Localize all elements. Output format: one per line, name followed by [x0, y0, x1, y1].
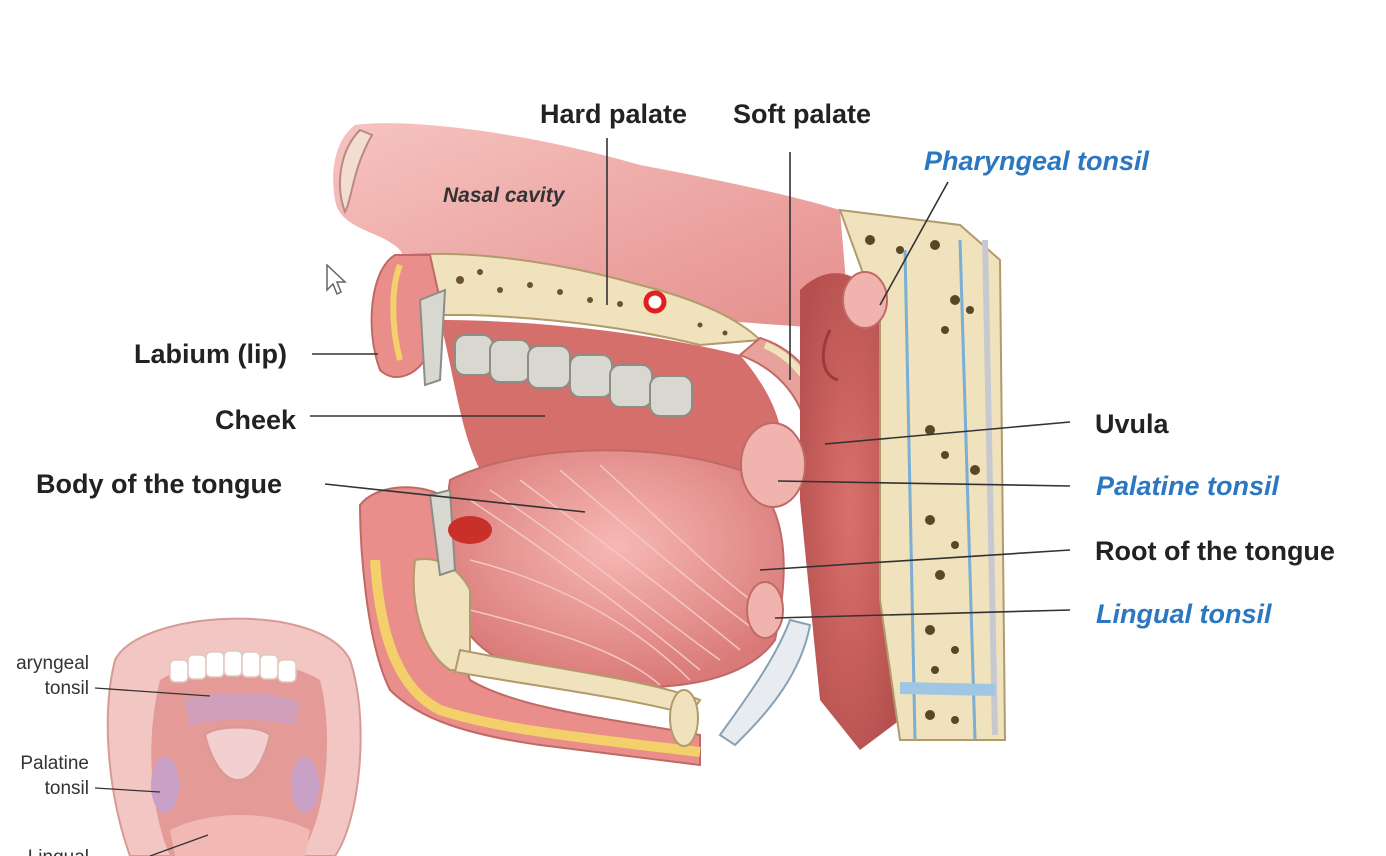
epiglottis — [718, 618, 812, 747]
inset-label-palatine-line1: Palatine — [20, 753, 89, 774]
label-lingual-tonsil: Lingual tonsil — [1096, 599, 1272, 629]
leader-lines — [310, 138, 1071, 619]
label-hard-palate: Hard palate — [540, 99, 688, 129]
inset-label-pharyngeal-line2: tonsil — [44, 678, 89, 699]
pharyngeal-tonsil-shape — [842, 271, 888, 329]
inset-label-lingual-line1: Lingual — [28, 846, 89, 856]
upper-teeth — [418, 288, 693, 417]
label-nasal-cavity: Nasal cavity — [443, 184, 565, 207]
nose-cartilage — [339, 128, 374, 215]
bone-pores-palate — [456, 269, 728, 336]
pharynx — [800, 273, 900, 750]
label-soft-palate: Soft palate — [733, 99, 872, 129]
inset-label-palatine-line2: tonsil — [44, 778, 89, 799]
lower-incisor — [428, 488, 457, 577]
inset-open-mouth — [94, 617, 362, 856]
inset-label-pharyngeal-line1: aryngeal — [16, 653, 89, 674]
bone-pores-spine — [865, 235, 980, 724]
label-root-of-tongue: Root of the tongue — [1095, 536, 1335, 566]
arrow-cursor-icon — [326, 264, 347, 296]
tongue — [446, 449, 785, 689]
hard-palate-bone — [408, 252, 763, 347]
label-pharyngeal-tonsil: Pharyngeal tonsil — [924, 146, 1150, 176]
label-cheek: Cheek — [215, 405, 297, 435]
lingual-tonsil-shape — [746, 581, 784, 639]
label-labium: Labium (lip) — [134, 339, 287, 369]
label-palatine-tonsil: Palatine tonsil — [1096, 471, 1280, 501]
label-uvula: Uvula — [1095, 409, 1169, 439]
label-body-of-tongue: Body of the tongue — [36, 469, 282, 499]
palatine-tonsil-shape — [740, 422, 806, 508]
red-dot-marker-icon — [643, 290, 667, 314]
tongue-muscle-fibers — [469, 464, 766, 686]
inset-teeth — [169, 650, 297, 683]
